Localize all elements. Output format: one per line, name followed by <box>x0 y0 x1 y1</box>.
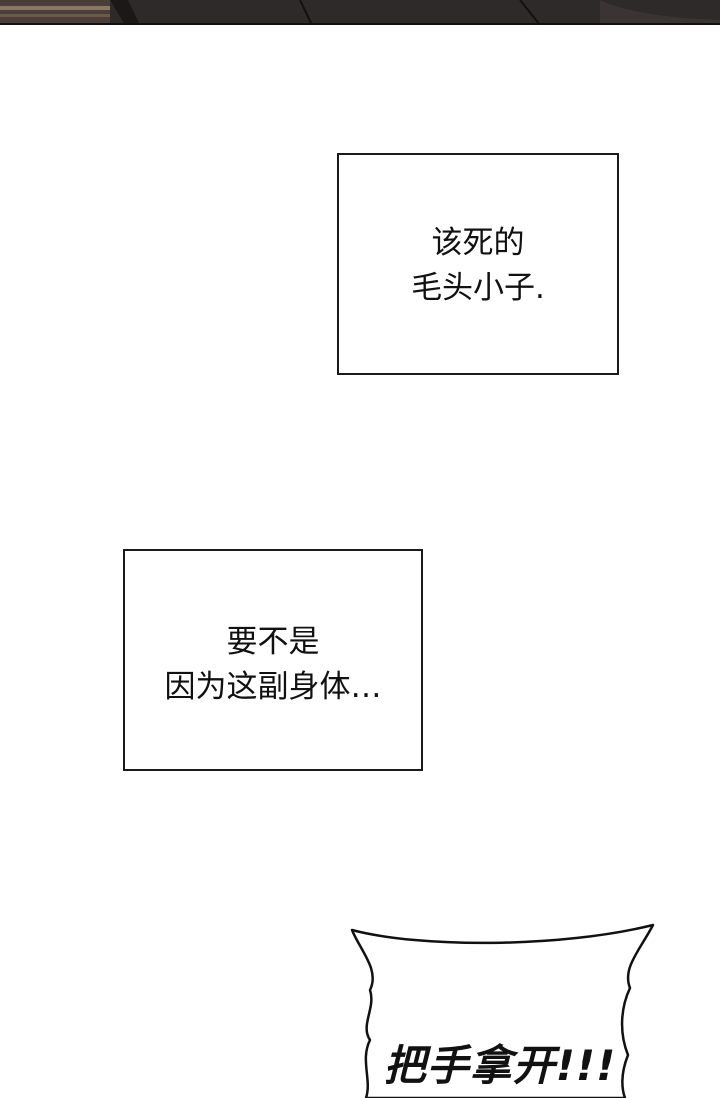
narration-box-2: 要不是 因为这副身体… <box>123 549 423 771</box>
narration-line: 因为这副身体… <box>164 669 382 705</box>
previous-panel-artwork <box>0 0 720 25</box>
narration-line: 毛头小子. <box>411 270 545 306</box>
shout-text: 把手拿开!!! <box>383 1041 617 1090</box>
narration-box-1: 该死的 毛头小子. <box>337 153 619 375</box>
narration-line: 要不是 <box>226 624 320 660</box>
narration-line: 该死的 <box>431 225 525 261</box>
